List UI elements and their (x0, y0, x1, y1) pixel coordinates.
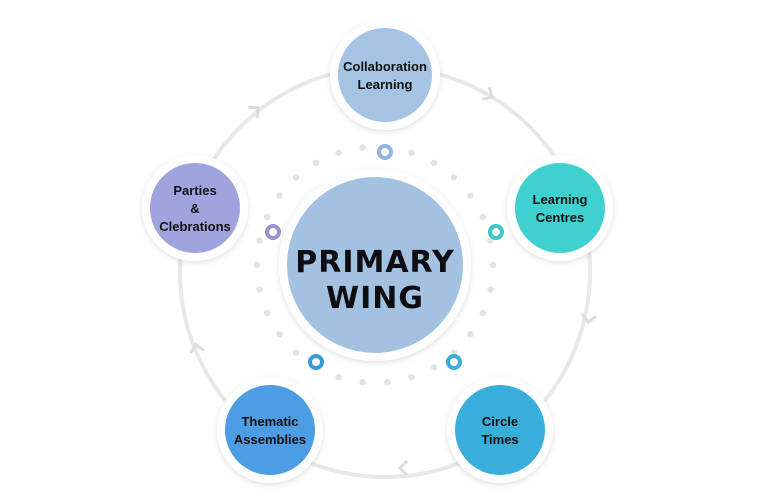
dot (292, 349, 300, 356)
center-title-line1: PRIMARY (295, 245, 455, 280)
dot (253, 261, 261, 269)
node-label-line: Centres (536, 210, 584, 225)
accent-ring (308, 354, 324, 370)
arrow-icon (189, 342, 205, 354)
node-parties-celebrations: Parties & Clebrations (142, 155, 248, 261)
node-label-line: Parties (173, 183, 216, 198)
dot (312, 159, 320, 167)
dot (430, 159, 438, 167)
node-label-line: & (190, 201, 199, 216)
node-label-line: Thematic (241, 414, 298, 429)
dot (408, 374, 415, 381)
node-label-line: Learning (533, 192, 588, 207)
dot (479, 309, 486, 317)
dot (264, 213, 271, 221)
node-label-line: Collaboration (343, 59, 427, 74)
node-label-line: Clebrations (159, 219, 231, 234)
accent-ring (488, 224, 504, 240)
dot (384, 379, 391, 386)
dot (487, 286, 494, 293)
arrow-icon (397, 459, 409, 477)
dot (359, 379, 366, 386)
dot (467, 331, 474, 338)
accent-ring (265, 224, 281, 240)
dot (467, 192, 474, 199)
dot (256, 286, 263, 293)
node-label-line: Circle (482, 414, 518, 429)
arrow-icon (482, 87, 494, 102)
arrow-icon (248, 105, 260, 118)
node-label-line: Learning (358, 77, 413, 92)
dot (408, 149, 415, 156)
cycle-arrows (189, 87, 597, 477)
center-node: PRIMARY WING (279, 169, 471, 361)
dot (292, 174, 300, 181)
dot (276, 192, 283, 199)
dot (359, 144, 366, 151)
accent-ring (377, 144, 393, 160)
dot (335, 374, 342, 381)
dot (264, 309, 271, 317)
arrow-icon (581, 313, 597, 325)
dot (479, 213, 486, 221)
accent-ring (446, 354, 462, 370)
dot (489, 261, 497, 269)
dot (335, 149, 342, 156)
dot (450, 174, 458, 181)
center-title-line2: WING (326, 281, 424, 316)
node-label-line: Times (481, 432, 518, 447)
dot (276, 331, 283, 338)
accent-rings (265, 144, 504, 370)
dot (256, 237, 263, 244)
dot (430, 363, 438, 371)
node-label-line: Assemblies (234, 432, 306, 447)
